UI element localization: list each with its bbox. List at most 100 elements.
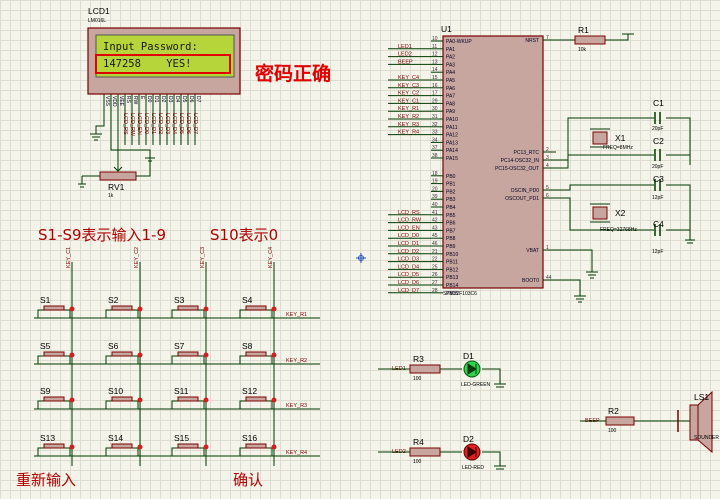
capacitor-c2[interactable]: C2 20pF [652, 136, 664, 170]
mcu-net-label: KEY_C1 [398, 98, 419, 104]
mcu-pin-number: 42 [432, 218, 438, 224]
switch-contact [37, 400, 71, 409]
mcu-pin-number: 28 [432, 288, 438, 294]
mcu-pin-number: 22 [432, 257, 438, 263]
mcu-pin-number: 2 [546, 147, 549, 153]
mcu-net-label: LCD_D1 [398, 241, 419, 247]
mcu-pin-name: PA8 [446, 101, 455, 107]
mcu-pin-name: PB1 [446, 182, 456, 188]
mcu-net-label: LCD_D2 [398, 249, 419, 255]
mcu-net-label: LCD_D5 [398, 272, 419, 278]
c1-symbol [654, 112, 661, 124]
c4-ref: C4 [653, 219, 664, 229]
keypad-switch[interactable]: S1 [37, 295, 75, 318]
mcu-pin-number: 25 [432, 264, 438, 270]
mcu-net-label: LCD_EN [398, 225, 420, 231]
lcd-pin-name: D5 [181, 96, 187, 103]
keypad-switch[interactable]: S14 [105, 433, 143, 456]
mcu-pin-name: PB10 [446, 252, 458, 258]
r2-ref: R2 [608, 406, 619, 416]
keypad-switch[interactable]: S8 [239, 341, 277, 364]
mcu-pin-number: 32 [432, 122, 438, 128]
keypad-note-confirm: 确认 [233, 471, 263, 489]
mcu-pin-name: PB6 [446, 221, 456, 227]
mcu-part: STM32F103C6 [443, 291, 477, 297]
mcu-net-label: KEY_R2 [398, 114, 419, 120]
mcu-pin-name: PB4 [446, 205, 456, 211]
switch-contact [105, 355, 139, 364]
switch-ref: S12 [242, 386, 257, 396]
switch-contact [171, 309, 205, 318]
lcd-module[interactable]: LCD1 LM016L Input Password: 147258 YES! … [87, 6, 241, 145]
switch-contact [105, 447, 139, 456]
mcu-net-label: KEY_C3 [398, 83, 419, 89]
switch-actuator [245, 351, 267, 357]
mcu-pin-name: PA4 [446, 70, 455, 76]
switch-ref: S5 [40, 341, 51, 351]
crystal-x1[interactable]: X1 FREQ=8MHz [590, 128, 633, 151]
switch-contact [239, 355, 273, 364]
mcu-pin-name: PB12 [446, 267, 458, 273]
keypad-switch[interactable]: S4 [239, 295, 277, 318]
keypad-switch[interactable]: S16 [239, 433, 277, 456]
buzzer-circuit[interactable]: BEEP R2 100 LS1 SOUNDER [580, 390, 719, 454]
mcu-pin-name: PB7 [446, 228, 456, 234]
keypad-switch[interactable]: S2 [105, 295, 143, 318]
lcd-pin-name: VEE [118, 96, 124, 107]
keypad-switch[interactable]: S6 [105, 341, 143, 364]
resistor-r1[interactable]: R1 10k [556, 25, 634, 53]
lcd-pin-name: D2 [160, 96, 166, 103]
c2-symbol [654, 149, 661, 161]
c1-ref: C1 [653, 98, 664, 108]
crystal-x2[interactable]: X2 FREQ=32768Hz [590, 203, 637, 233]
mcu-pin-number: 34 [432, 137, 438, 143]
keypad-column-label: KEY_C3 [200, 247, 206, 268]
capacitor-c3[interactable]: C3 12pF [652, 174, 664, 201]
mcu-body [442, 35, 544, 289]
mcu-pin-name: PC13_RTC [514, 150, 540, 156]
keypad-switch[interactable]: S3 [171, 295, 209, 318]
keypad-switch[interactable]: S15 [171, 433, 209, 456]
mcu-ref: U1 [441, 24, 452, 34]
keypad-switch[interactable]: S9 [37, 386, 75, 409]
mcu-pin-name: PB14 [446, 283, 458, 289]
keypad-switch[interactable]: S13 [37, 433, 75, 456]
keypad-switch[interactable]: S12 [239, 386, 277, 409]
keypad-switch[interactable]: S11 [171, 386, 209, 409]
ls1-ref: LS1 [694, 392, 709, 402]
capacitor-c1[interactable]: C1 20pF [652, 98, 664, 132]
c3-ref: C3 [653, 174, 664, 184]
switch-ref: S10 [108, 386, 123, 396]
switch-marker-icon [137, 444, 143, 450]
d1-part: LED-GREEN [461, 382, 491, 388]
mcu-net-label: LED1 [398, 44, 412, 50]
switch-marker-icon [271, 444, 277, 450]
contrast-potentiometer[interactable]: RV1 1k [99, 160, 137, 199]
switch-marker-icon [69, 306, 75, 312]
x1-ref: X1 [615, 133, 626, 143]
r4-value: 100 [413, 459, 422, 465]
mcu-net-label: KEY_R4 [398, 130, 419, 136]
password-correct-note: 密码正确 [255, 62, 331, 85]
keypad-switch[interactable]: S10 [105, 386, 143, 409]
mcu-pin-number: 33 [432, 130, 438, 136]
mcu-pin-name: PA1 [446, 47, 455, 53]
led-red-circuit[interactable]: LED2 R4 100 D2 LED-RED [378, 434, 506, 471]
switch-marker-icon [69, 352, 75, 358]
switch-marker-icon [271, 352, 277, 358]
switch-actuator [111, 305, 133, 311]
switch-marker-icon [203, 444, 209, 450]
switch-contact [105, 309, 139, 318]
lcd-ref: LCD1 [88, 6, 110, 16]
keypad-caption-2: S10表示0 [210, 226, 278, 244]
keypad-switch[interactable]: S5 [37, 341, 75, 364]
c4-symbol [654, 224, 661, 236]
c4-value: 12pF [652, 249, 663, 255]
capacitor-c4[interactable]: C4 12pF [652, 219, 664, 255]
keypad-row-label: KEY_R4 [286, 450, 307, 456]
switch-marker-icon [203, 352, 209, 358]
led-green-circuit[interactable]: LED1 R3 100 D1 LED-GREEN [378, 351, 506, 388]
keypad-switch[interactable]: S7 [171, 341, 209, 364]
